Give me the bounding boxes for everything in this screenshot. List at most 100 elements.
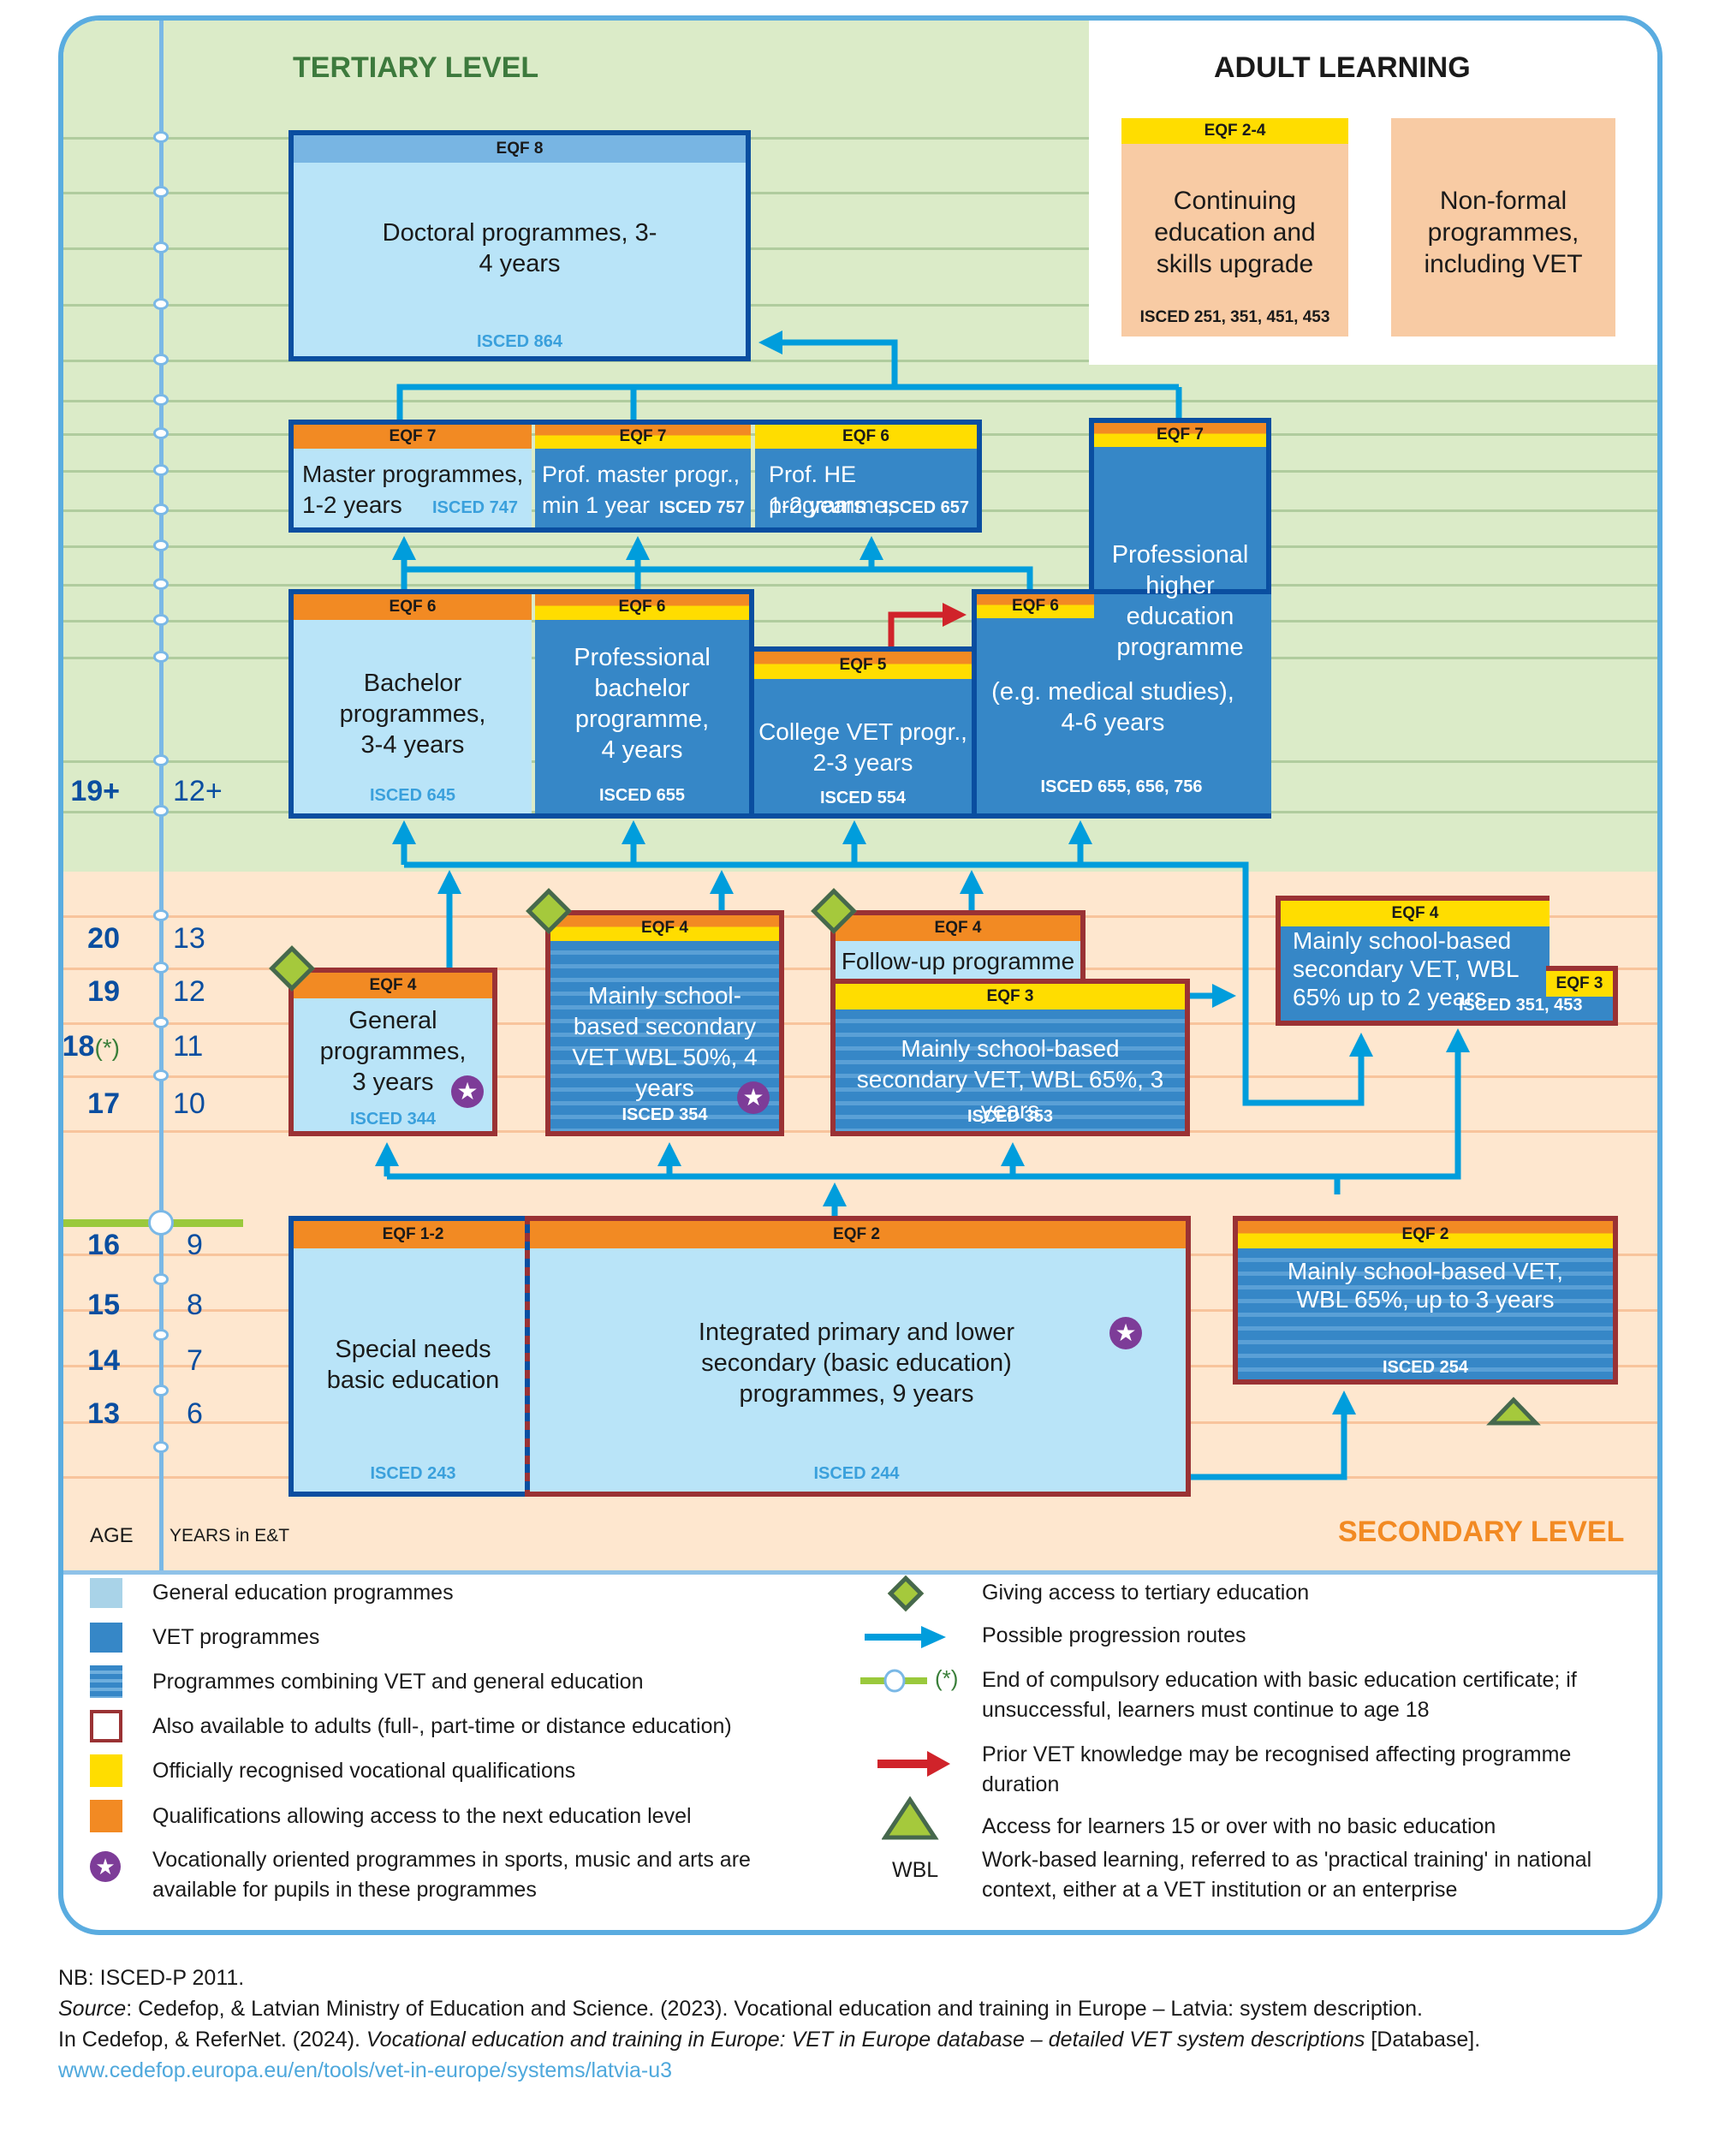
eqf-band: EQF 7 bbox=[294, 425, 532, 449]
eqf-band: EQF 5 bbox=[754, 652, 972, 679]
eqf-band-side: EQF 3 bbox=[1546, 971, 1613, 997]
star-icon: ★ bbox=[451, 1075, 484, 1108]
red-arrow-icon bbox=[877, 1751, 950, 1777]
years-label: 10 bbox=[173, 1087, 205, 1120]
age-axis-line bbox=[159, 21, 164, 1570]
adult-learning-title: ADULT LEARNING bbox=[1214, 51, 1471, 84]
blue-arrow-icon bbox=[865, 1626, 946, 1648]
age-label: 20 bbox=[87, 922, 120, 955]
programme-duration: min 1 year bbox=[542, 492, 651, 518]
years-label: 6 bbox=[187, 1397, 203, 1430]
age-label: 19+ bbox=[70, 775, 120, 807]
years-label: 9 bbox=[187, 1229, 203, 1261]
programme-duration: 1-2 years bbox=[302, 491, 402, 518]
eqf-band: EQF 8 bbox=[294, 135, 746, 163]
programme-integrated-basic: EQF 2 Integrated primary and lower secon… bbox=[527, 1216, 1191, 1497]
programme-bachelor: EQF 6 Bachelor programmes, 3-4 years ISC… bbox=[294, 594, 532, 813]
eqf-band-side: EQF 6 bbox=[977, 594, 1094, 618]
programme-text: Follow-up programme bbox=[841, 948, 1075, 974]
age-label-18: 18(*) bbox=[62, 1030, 120, 1063]
isced-code: ISCED 354 bbox=[622, 1105, 708, 1124]
triangle-icon bbox=[1486, 1397, 1541, 1426]
footer-citation: In Cedefop, & ReferNet. (2024). Vocation… bbox=[58, 2028, 1481, 2052]
programme-school-vet-basic: EQF 2 Mainly school-based VET, WBL 65%, … bbox=[1233, 1216, 1618, 1385]
source-link[interactable]: www.cedefop.europa.eu/en/tools/vet-in-eu… bbox=[58, 2058, 673, 2082]
general-swatch bbox=[90, 1578, 122, 1608]
legend-text: Work-based learning, referred to as 'pra… bbox=[982, 1848, 1592, 1902]
legend-text: VET programmes bbox=[152, 1625, 320, 1649]
compulsory-note-marker: (*) bbox=[935, 1665, 959, 1691]
isced-code: ISCED 353 bbox=[967, 1107, 1054, 1126]
yellow-swatch bbox=[90, 1754, 122, 1787]
compulsory-note-marker: (*) bbox=[94, 1034, 120, 1061]
years-label: 13 bbox=[173, 922, 205, 955]
legend-text: Prior VET knowledge may be recognised af… bbox=[982, 1742, 1572, 1796]
eqf-band: EQF 2-4 bbox=[1121, 118, 1348, 144]
arrow-to-doctoral bbox=[396, 342, 1179, 420]
programme-duration: (e.g. medical studies), 4-6 years bbox=[991, 678, 1234, 736]
legend-text: Access for learners 15 or over with no b… bbox=[982, 1814, 1496, 1838]
arrow-to-basic-vet bbox=[1191, 1391, 1356, 1480]
programme-text: Master programmes, bbox=[302, 461, 524, 487]
eqf-band: EQF 1-2 bbox=[294, 1221, 532, 1248]
eqf-band: EQF 3 bbox=[836, 984, 1185, 1010]
programme-text: Doctoral programmes, 3-4 years bbox=[382, 219, 657, 277]
legend-text: Also available to adults (full-, part-ti… bbox=[152, 1714, 732, 1738]
programme-text: Mainly school-based VET, WBL 65%, up to … bbox=[1287, 1258, 1564, 1313]
age-label: 16 bbox=[87, 1229, 120, 1261]
basic-education-row bbox=[288, 1216, 1191, 1497]
programme-school-vet-2y: EQF 4 bbox=[1276, 896, 1549, 1026]
programme-text: Professional higher education programme bbox=[1111, 541, 1249, 661]
wbl-label: WBL bbox=[892, 1858, 939, 1882]
programme-text: Professional bachelor programme, 4 years bbox=[574, 644, 711, 764]
eqf-band: EQF 4 bbox=[294, 973, 492, 998]
programme-text: College VET progr., 2-3 years bbox=[758, 718, 967, 776]
years-label: 11 bbox=[173, 1030, 204, 1063]
legend-text: Possible progression routes bbox=[982, 1623, 1246, 1647]
eqf-band: EQF 6 bbox=[535, 594, 749, 620]
isced-code: ISCED 243 bbox=[370, 1464, 456, 1483]
star-icon: ★ bbox=[1109, 1317, 1142, 1349]
programme-text: Prof. HE programme, bbox=[769, 462, 894, 518]
adult-continuing-text: Continuing education and skills upgrade bbox=[1154, 187, 1316, 278]
isced-code: ISCED 655, 656, 756 bbox=[1040, 777, 1203, 796]
programme-doctoral: EQF 8 Doctoral programmes, 3-4 years ISC… bbox=[288, 130, 751, 361]
years-label: 8 bbox=[187, 1289, 203, 1321]
isced-code: ISCED 554 bbox=[819, 789, 907, 807]
shared-boundary-dashed bbox=[525, 1216, 530, 1497]
arrow-to-school-vet-2y-side bbox=[387, 1028, 1470, 1180]
age-label: 14 bbox=[87, 1344, 120, 1377]
legend-text: General education programmes bbox=[152, 1581, 454, 1605]
programme-master: EQF 7 Master programmes, 1-2 years ISCED… bbox=[294, 425, 532, 527]
age-label: 17 bbox=[87, 1087, 120, 1120]
isced-code: ISCED 645 bbox=[369, 786, 456, 805]
footer-nb: NB: ISCED-P 2011. bbox=[58, 1966, 245, 1990]
secondary-level-title: SECONDARY LEVEL bbox=[1338, 1516, 1625, 1548]
eqf-band: EQF 6 bbox=[294, 594, 532, 620]
footer-url[interactable]: www.cedefop.europa.eu/en/tools/vet-in-eu… bbox=[58, 2055, 672, 2086]
masters-row bbox=[288, 420, 982, 533]
programme-prof-bachelor: EQF 6 Professional bachelor programme, 4… bbox=[535, 594, 749, 813]
eqf-band-top: EQF 7 bbox=[1094, 423, 1266, 447]
programme-prof-higher-lower: EQF 6 bbox=[972, 589, 1271, 819]
orange-swatch bbox=[90, 1800, 122, 1832]
axis-years-caption: YEARS in E&T bbox=[170, 1526, 290, 1546]
programme-text: Prof. master progr., bbox=[542, 462, 741, 487]
legend-text: Programmes combining VET and general edu… bbox=[152, 1670, 644, 1694]
legend-text: End of compulsory education with basic e… bbox=[982, 1668, 1577, 1722]
isced-code: ISCED 657 bbox=[883, 498, 970, 517]
programme-general-upper: EQF 4 General programmes, 3 years ★ ISCE… bbox=[288, 968, 497, 1136]
star-icon: ★ bbox=[737, 1081, 770, 1114]
adult-nonformal-box: Non-formal programmes, including VET bbox=[1391, 118, 1615, 337]
isced-code: ISCED 864 bbox=[476, 332, 563, 351]
programme-duration: 1-2 years bbox=[769, 492, 865, 518]
eqf-band: EQF 4 bbox=[550, 915, 779, 941]
adult-nonformal-text: Non-formal programmes, including VET bbox=[1424, 187, 1583, 278]
programme-text: Mainly school-based secondary VET, WBL 6… bbox=[1293, 927, 1519, 1010]
programme-text: Mainly school-based secondary VET, WBL 6… bbox=[856, 1035, 1164, 1123]
age-label: 19 bbox=[87, 975, 120, 1008]
tertiary-level-title: TERTIARY LEVEL bbox=[293, 51, 539, 84]
legend-text: Officially recognised vocational qualifi… bbox=[152, 1759, 576, 1783]
years-label: 12 bbox=[173, 975, 205, 1008]
